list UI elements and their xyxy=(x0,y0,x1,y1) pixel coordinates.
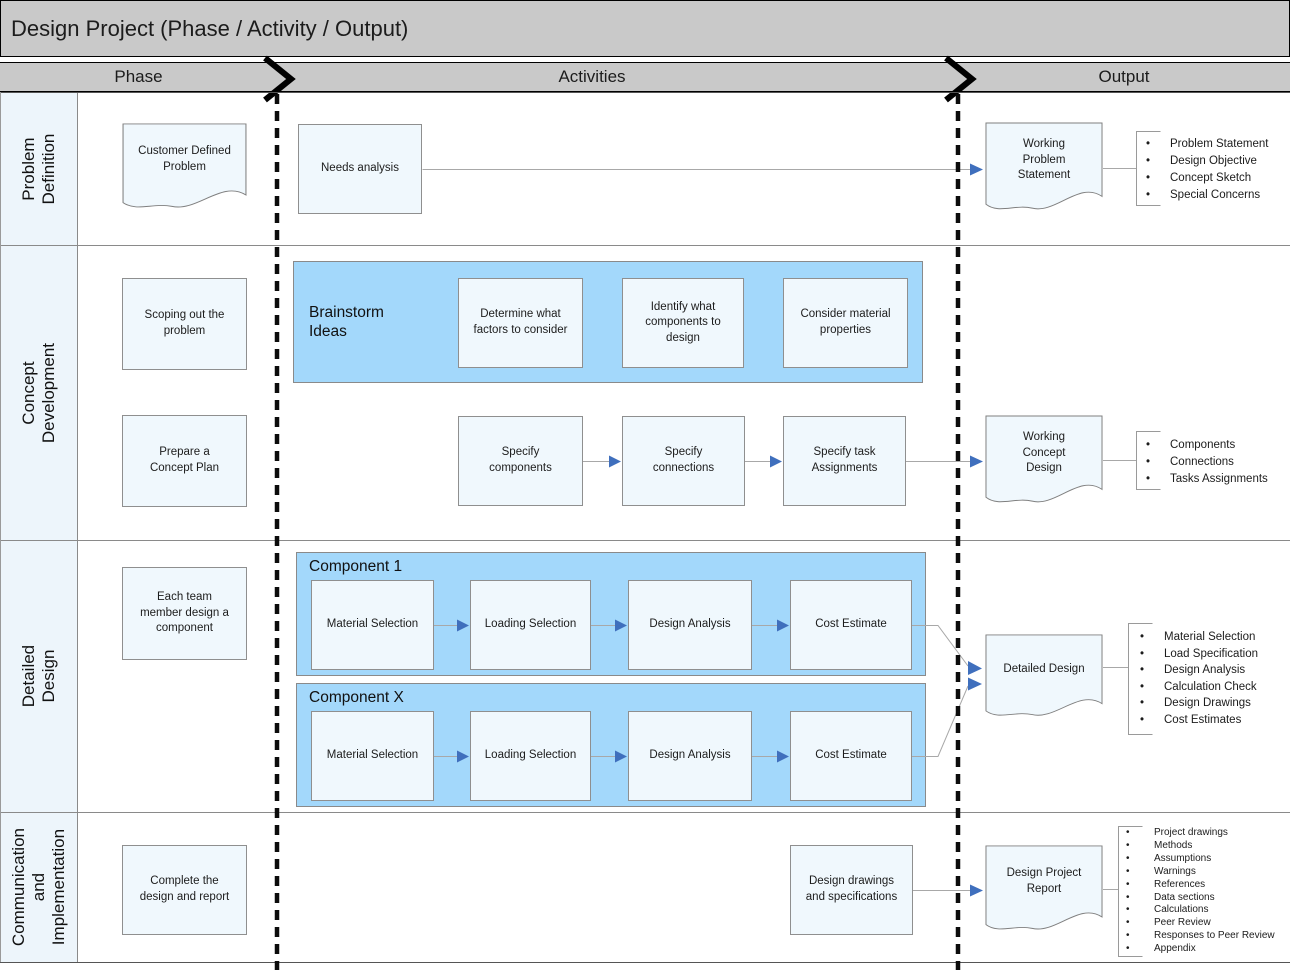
phase-cell-detailed-design: Detailed Design xyxy=(1,541,78,812)
list-item: •Appendix xyxy=(1126,943,1196,955)
phase-cell-problem-definition: Problem Definition xyxy=(1,93,78,245)
bullet-icon: • xyxy=(1126,865,1130,877)
bullet-icon: • xyxy=(1126,904,1130,916)
output-column-header: Output xyxy=(1098,67,1150,86)
specify-task-assignments-box: Specify task Assignments xyxy=(783,416,906,506)
design-drawings-box: Design drawings and specifications xyxy=(790,845,913,935)
list-item: •Warnings xyxy=(1126,865,1196,877)
phase-cell-communication-implementation: Communication and Implementation xyxy=(1,813,78,962)
needs-analysis-box: Needs analysis xyxy=(298,124,422,214)
list-item: •Responses to Peer Review xyxy=(1126,930,1275,942)
phase-label: Concept Development xyxy=(18,342,59,444)
list-item: •Components xyxy=(1146,437,1268,454)
row-divider xyxy=(0,812,1290,813)
each-team-member-box: Each team member design a component xyxy=(122,567,247,660)
brainstorm-label: Brainstorm Ideas xyxy=(309,303,384,340)
list-item: •Design Drawings xyxy=(1140,695,1258,712)
list-item: •Concept Sketch xyxy=(1146,170,1268,187)
list-item: •Cost Estimates xyxy=(1140,712,1258,729)
bullet-icon: • xyxy=(1146,473,1151,485)
list-item: •Tasks Assignments xyxy=(1146,471,1268,488)
bullet-icon: • xyxy=(1140,647,1145,660)
bullet-icon: • xyxy=(1126,891,1130,903)
column-header-bar xyxy=(0,62,1290,92)
determine-factors-box: Determine what factors to consider xyxy=(458,278,583,368)
design-project-report-doc: Design Project Report xyxy=(985,845,1103,935)
list-item: •Design Analysis xyxy=(1140,662,1258,679)
complete-design-box: Complete the design and report xyxy=(122,845,247,935)
activities-column-header: Activities xyxy=(558,67,626,86)
c1-loading-selection-box: Loading Selection xyxy=(470,580,591,670)
phase-label: Detailed Design xyxy=(18,645,58,708)
dashed-separator-lines xyxy=(274,94,961,970)
phase-column-header: Phase xyxy=(114,67,163,86)
row-divider xyxy=(0,245,1290,246)
bullet-icon: • xyxy=(1146,189,1151,201)
list-item: •Connections xyxy=(1146,454,1268,471)
phase-cell-concept-development: Concept Development xyxy=(1,246,78,540)
bullet-icon: • xyxy=(1126,917,1130,929)
working-concept-design-doc: Working Concept Design xyxy=(985,415,1103,508)
bullet-icon: • xyxy=(1126,930,1130,942)
row-divider xyxy=(0,962,1290,963)
list-item: •Special Concerns xyxy=(1146,187,1268,204)
bullet-icon: • xyxy=(1140,697,1145,710)
component-x-label: Component X xyxy=(309,689,404,706)
bullet-icon: • xyxy=(1140,680,1145,693)
list-item: •Design Objective xyxy=(1146,153,1268,170)
problem-output-list: •Problem Statement •Design Objective •Co… xyxy=(1146,136,1268,204)
bullet-icon: • xyxy=(1126,852,1130,864)
specify-connections-box: Specify connections xyxy=(622,416,745,506)
bullet-icon: • xyxy=(1146,172,1151,184)
identify-components-box: Identify what components to design xyxy=(622,278,744,368)
bullet-icon: • xyxy=(1140,631,1145,643)
c1-design-analysis-box: Design Analysis xyxy=(628,580,752,670)
bullet-icon: • xyxy=(1140,713,1145,726)
prepare-concept-plan-box: Prepare a Concept Plan xyxy=(122,415,247,507)
cx-loading-selection-box: Loading Selection xyxy=(470,711,591,801)
phase-label: Problem Definition xyxy=(18,133,58,205)
page-title: Design Project (Phase / Activity / Outpu… xyxy=(11,15,409,41)
specify-components-box: Specify components xyxy=(458,416,583,506)
cx-design-analysis-box: Design Analysis xyxy=(628,711,752,801)
list-item: •Load Specification xyxy=(1140,646,1258,663)
cx-material-selection-box: Material Selection xyxy=(311,711,434,801)
scoping-box: Scoping out the problem xyxy=(122,278,247,370)
bullet-icon: • xyxy=(1126,878,1130,890)
cx-cost-estimate-box: Cost Estimate xyxy=(790,711,912,801)
working-problem-statement-doc: Working Problem Statement xyxy=(985,122,1103,215)
list-item: •Calculations xyxy=(1126,904,1209,916)
list-item: •Peer Review xyxy=(1126,917,1211,929)
title-bar: Design Project (Phase / Activity / Outpu… xyxy=(0,0,1290,57)
list-item: •Data sections xyxy=(1126,891,1215,903)
left-border xyxy=(0,92,1,962)
bullet-icon: • xyxy=(1140,664,1145,677)
bullet-icon: • xyxy=(1146,138,1151,150)
c1-cost-estimate-box: Cost Estimate xyxy=(790,580,912,670)
bullet-icon: • xyxy=(1146,155,1151,167)
bullet-icon: • xyxy=(1146,439,1151,451)
c1-material-selection-box: Material Selection xyxy=(311,580,434,670)
customer-defined-problem-doc: Customer Defined Problem xyxy=(122,123,247,213)
list-item: •References xyxy=(1126,878,1206,890)
list-item: •Assumptions xyxy=(1126,852,1212,864)
bullet-icon: • xyxy=(1146,456,1151,468)
bullet-icon: • xyxy=(1126,943,1130,955)
list-item: •Calculation Check xyxy=(1140,679,1258,696)
concept-output-list: •Components •Connections •Tasks Assignme… xyxy=(1146,437,1268,488)
row-divider xyxy=(0,92,1290,93)
list-item: •Problem Statement xyxy=(1146,136,1268,153)
bullet-icon: • xyxy=(1126,827,1130,838)
component-1-label: Component 1 xyxy=(309,558,403,575)
list-item: •Methods xyxy=(1126,839,1193,851)
detailed-design-doc: Detailed Design xyxy=(985,634,1103,721)
phase-label: Communication and Implementation xyxy=(8,828,69,947)
detailed-output-list: •Material Selection •Load Specification … xyxy=(1140,629,1258,729)
bullet-icon: • xyxy=(1126,839,1130,851)
consider-material-box: Consider material properties xyxy=(783,278,908,368)
row-divider xyxy=(0,540,1290,541)
list-item: •Project drawings xyxy=(1126,827,1228,838)
list-item: •Material Selection xyxy=(1140,629,1258,646)
report-output-list: •Project drawings •Methods •Assumptions … xyxy=(1126,827,1275,956)
